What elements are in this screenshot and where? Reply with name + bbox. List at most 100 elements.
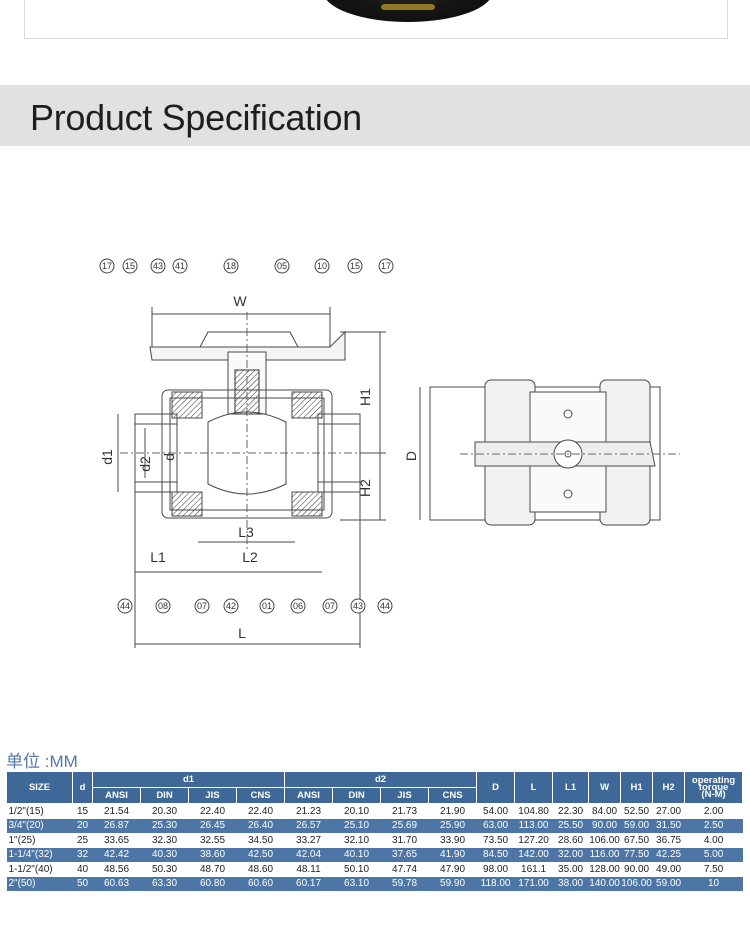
table-cell: 26.45	[188, 818, 237, 833]
section-title: Product Specification	[30, 97, 362, 138]
header-d: d	[72, 771, 93, 804]
table-cell: 118.00	[476, 876, 515, 891]
header-d1: d1	[91, 771, 286, 788]
dim-l: L	[238, 625, 246, 641]
table-cell: 3/4"(20)	[6, 818, 73, 833]
table-cell: 25	[76, 834, 89, 846]
table-cell: 90.00	[588, 818, 621, 833]
header-d2-cns: CNS	[428, 787, 478, 804]
table-cell: 25.30	[140, 818, 189, 833]
table-cell: 25.90	[428, 818, 477, 833]
table-cell: 34.50	[248, 834, 274, 846]
callout-top-7: 10	[317, 261, 327, 271]
header-H1: H1	[620, 771, 654, 804]
spec-table: SIZE d d1 d2 D L L1 W H1 H2 operating to…	[6, 771, 744, 891]
table-cell: 22.40	[248, 805, 274, 817]
header-d1-cns: CNS	[235, 787, 286, 804]
table-cell: 59.00	[652, 876, 685, 891]
table-cell: 98.00	[483, 863, 509, 875]
table-cell: 26.57	[284, 818, 333, 833]
table-cell: 63.10	[332, 876, 381, 891]
table-cell: 2.50	[684, 818, 743, 833]
table-cell: 47.90	[440, 863, 466, 875]
table-cell: 127.20	[518, 834, 549, 846]
table-cell: 32.00	[552, 847, 589, 862]
table-cell: 59.78	[380, 876, 429, 891]
header-torque-unit: (N-M)	[701, 789, 726, 800]
table-cell: 4.00	[703, 834, 724, 846]
table-cell: 40.10	[332, 847, 381, 862]
table-cell: 63.00	[476, 818, 515, 833]
table-cell: 42.25	[652, 847, 685, 862]
table-cell: 25.50	[552, 818, 589, 833]
table-cell: 90.00	[624, 863, 650, 875]
callout-top-4: 41	[175, 261, 185, 271]
table-cell: 47.74	[392, 863, 418, 875]
table-cell: 60.63	[92, 876, 141, 891]
callout-top-3: 43	[153, 261, 163, 271]
table-cell: 48.11	[296, 863, 321, 875]
callout-top-9: 17	[381, 261, 391, 271]
table-cell: 25.69	[380, 818, 429, 833]
table-cell: 73.50	[483, 834, 509, 846]
header-d2-ansi: ANSI	[284, 787, 334, 804]
table-cell: 32.30	[151, 834, 178, 846]
table-cell: 104.80	[518, 805, 549, 817]
table-cell: 2"(50)	[6, 876, 73, 891]
callout-bottom-4: 42	[226, 601, 236, 611]
table-cell: 2.00	[703, 805, 724, 817]
table-cell: 31.50	[652, 818, 685, 833]
table-cell: 50.30	[151, 863, 178, 875]
table-cell: 106.00	[620, 876, 653, 891]
table-cell: 63.30	[140, 876, 189, 891]
technical-drawing: 17 15 43 41 18 05 10 15 17 44 08 07 42 0…	[99, 258, 680, 648]
table-cell: 161.1	[521, 863, 547, 875]
table-cell: 59.00	[620, 818, 653, 833]
table-cell: 1-1/2"(40)	[8, 863, 53, 875]
table-cell: 42.04	[284, 847, 333, 862]
table-cell: 38.00	[552, 876, 589, 891]
dim-d-big: D	[403, 451, 419, 461]
table-cell: 21.54	[103, 805, 130, 817]
header-d2-jis: JIS	[380, 787, 430, 804]
table-cell: 32.55	[199, 834, 226, 846]
header-torque-line1: operating	[691, 775, 736, 786]
callout-top-2: 15	[125, 261, 135, 271]
section-banner: Product Specification	[0, 85, 750, 146]
table-cell: 1/2"(15)	[8, 805, 44, 817]
dim-h1: H1	[357, 388, 373, 406]
dim-l3: L3	[238, 524, 254, 540]
callout-bottom-8: 43	[353, 601, 363, 611]
table-cell: 84.00	[592, 805, 618, 817]
callout-bottom-6: 06	[293, 601, 303, 611]
header-d1-ansi: ANSI	[92, 787, 141, 804]
table-cell: 106.00	[589, 834, 620, 846]
callout-top-8: 15	[350, 261, 360, 271]
table-cell: 60.60	[236, 876, 285, 891]
callout-bottom-7: 07	[325, 601, 335, 611]
table-cell: 5.00	[684, 847, 743, 862]
header-H2: H2	[652, 771, 686, 804]
callout-bottom-9: 44	[380, 601, 390, 611]
dim-l1: L1	[150, 549, 166, 565]
table-cell: 27.00	[656, 805, 682, 817]
table-cell: 21.73	[392, 805, 418, 817]
product-photo-strip	[24, 0, 728, 39]
callout-top-1: 17	[102, 261, 112, 271]
header-D: D	[476, 771, 516, 804]
table-cell: 40	[76, 863, 89, 875]
header-L: L	[514, 771, 554, 804]
table-cell: 21.90	[440, 805, 466, 817]
table-cell: 36.75	[656, 834, 682, 846]
table-cell: 41.90	[428, 847, 477, 862]
dim-d2: d2	[137, 456, 153, 472]
header-d1-jis: JIS	[188, 787, 237, 804]
header-torque: operating torque (N-M)	[684, 771, 744, 804]
